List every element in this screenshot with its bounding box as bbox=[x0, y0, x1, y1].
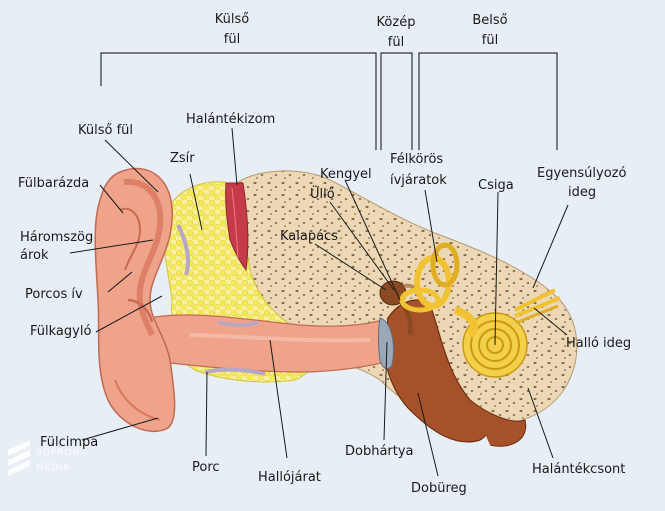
label-egyensulyozo-line2: ideg bbox=[568, 185, 596, 200]
watermark-logo: SOPRON MÉDIA bbox=[8, 440, 80, 476]
watermark-line2: MÉDIA bbox=[36, 461, 70, 473]
label-haromszog-arok-line1: Háromszög bbox=[20, 230, 93, 245]
label-halantekcsont: Halántékcsont bbox=[532, 462, 625, 477]
eardrum bbox=[378, 317, 394, 370]
label-hallo-ideg: Halló ideg bbox=[566, 336, 631, 351]
label-fulbarazda: Fülbarázda bbox=[18, 176, 89, 191]
pinna bbox=[94, 167, 176, 433]
label-porcos-iv: Porcos ív bbox=[25, 287, 83, 302]
label-hallojarat: Hallójárat bbox=[258, 470, 321, 485]
region-middle-line2: fül bbox=[388, 35, 404, 50]
leader-lines bbox=[69, 127, 569, 477]
label-felkoros-line1: Félkörös bbox=[390, 152, 443, 167]
label-zsir: Zsír bbox=[170, 151, 195, 166]
temporal-muscle bbox=[225, 182, 249, 272]
label-haromszog-arok-line2: árok bbox=[20, 248, 49, 263]
label-halantekizom: Halántékizom bbox=[186, 112, 275, 127]
watermark-line1: SOPRON bbox=[36, 448, 80, 458]
label-fulcimpa: Fülcimpa bbox=[40, 435, 98, 450]
anatomical-labels: Külső fül Fülbarázda Háromszög árok Porc… bbox=[18, 112, 631, 496]
region-middle-line1: Közép bbox=[377, 15, 416, 30]
label-ullo: Üllő bbox=[310, 185, 335, 202]
label-kengyel: Kengyel bbox=[320, 167, 372, 182]
label-dobhartya: Dobhártya bbox=[345, 444, 414, 459]
label-fulkagylo: Fülkagyló bbox=[30, 324, 91, 339]
region-outer-line1: Külső bbox=[215, 12, 250, 27]
label-egyensulyozo-line1: Egyensúlyozó bbox=[537, 166, 626, 181]
label-porc: Porc bbox=[192, 460, 220, 475]
region-labels: Külső fül Közép fül Belső fül bbox=[215, 12, 508, 50]
label-dobureg: Dobüreg bbox=[411, 481, 467, 496]
region-brackets bbox=[100, 52, 558, 150]
label-kalapacs: Kalapács bbox=[280, 229, 338, 244]
label-felkoros-line2: ívjáratok bbox=[390, 173, 447, 188]
region-outer-line2: fül bbox=[224, 32, 240, 47]
label-kulso-ful: Külső fül bbox=[78, 123, 133, 138]
cartilage bbox=[176, 224, 266, 376]
region-inner-line1: Belső bbox=[472, 13, 507, 28]
label-csiga: Csiga bbox=[478, 178, 514, 193]
region-inner-line2: fül bbox=[482, 33, 498, 48]
